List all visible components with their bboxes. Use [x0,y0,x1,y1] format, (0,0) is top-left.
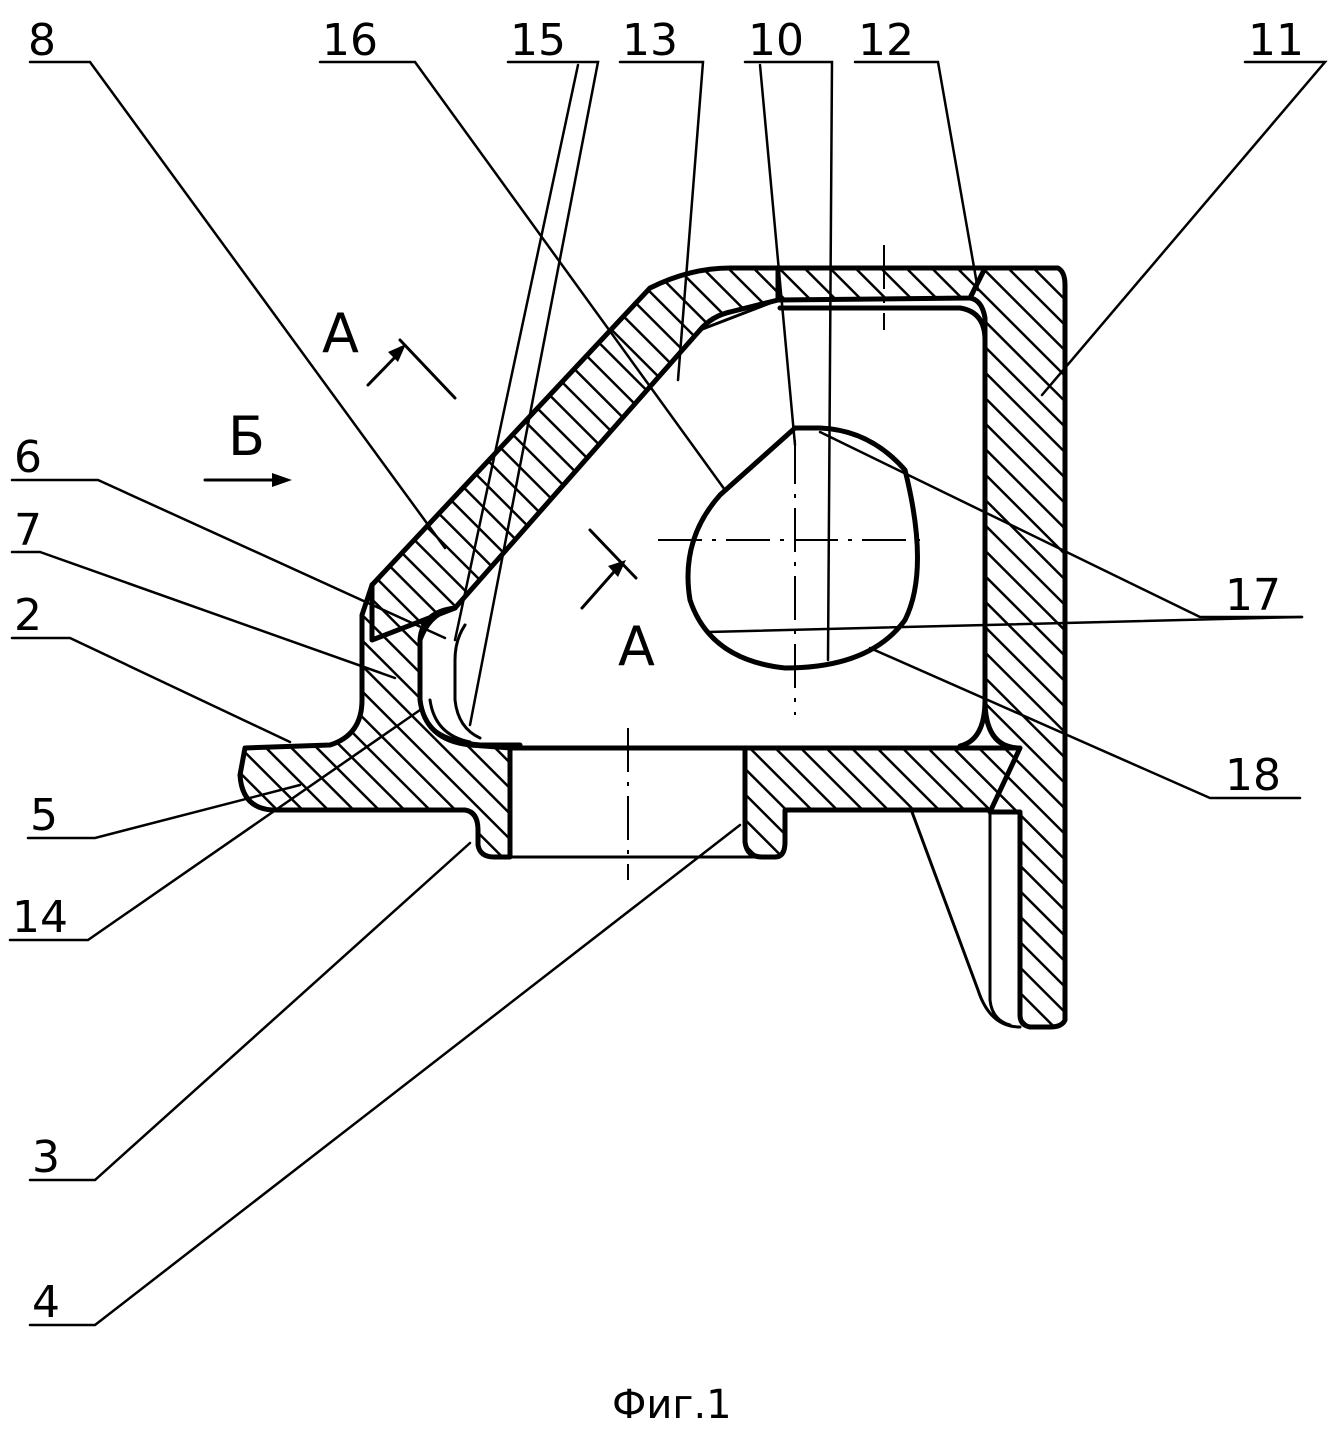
callout-labels: 8 16 15 13 10 12 11 6 7 2 5 14 3 4 17 18 [12,15,1304,1328]
rib-inner-edge [988,810,1012,1027]
arrowhead-a-top [388,344,406,362]
right-flange [742,745,1023,860]
callout-3: 3 [32,1132,60,1183]
inner-fillet-top [698,298,780,332]
inner-cavity-top [777,305,988,343]
inclined-wall [369,265,781,753]
leader-lines [8,60,1328,1327]
leader-17b [706,615,1304,634]
right-wall [967,265,1068,1030]
top-plate [775,265,988,303]
section-label-a-top: А [322,302,359,365]
hole-contour [685,425,920,671]
callout-5: 5 [30,790,58,841]
figure-caption: Фиг.1 [612,1382,732,1428]
leader-15b [453,63,580,642]
leader-8 [28,60,447,550]
leader-10 [743,60,834,662]
leader-6 [10,478,447,640]
callout-16: 16 [322,15,378,66]
leader-2 [10,636,292,744]
callout-11: 11 [1248,15,1304,66]
callout-8: 8 [28,15,56,66]
leader-14 [8,708,422,942]
inner-slot-2 [428,698,472,744]
callout-13: 13 [622,15,678,66]
leader-15 [468,60,600,727]
callout-10: 10 [748,15,804,66]
body-outlines [428,298,1022,1029]
shaped-hole [685,425,920,671]
arrowhead-b [272,473,292,487]
callout-12: 12 [858,15,914,66]
leader-3 [28,841,472,1182]
leader-10b [758,63,797,447]
callout-15: 15 [510,15,566,66]
arrowhead-a-center [608,560,626,577]
callout-18: 18 [1225,750,1281,801]
inner-cavity-right [957,697,988,749]
leader-13 [618,60,705,382]
leader-11 [1040,60,1328,397]
rib-edge [910,810,1022,1029]
leader-16 [318,60,727,492]
callout-6: 6 [14,432,42,483]
leader-12 [853,60,980,292]
leader-7 [10,550,397,680]
section-label-a-center: А [618,615,655,678]
inner-slot-1 [453,623,482,740]
section-a-center-stroke [588,528,638,580]
callout-2: 2 [14,590,42,641]
section-a-top-stroke [398,338,457,400]
leader-18 [868,646,1302,800]
view-label-b: Б [228,405,265,468]
leader-5 [26,783,302,840]
callout-17: 17 [1225,570,1281,621]
callout-14: 14 [12,892,68,943]
section-marks: А А Б [203,302,655,678]
leader-4 [28,823,742,1327]
callout-7: 7 [14,505,42,556]
callout-4: 4 [32,1277,60,1328]
center-lines [627,245,930,880]
